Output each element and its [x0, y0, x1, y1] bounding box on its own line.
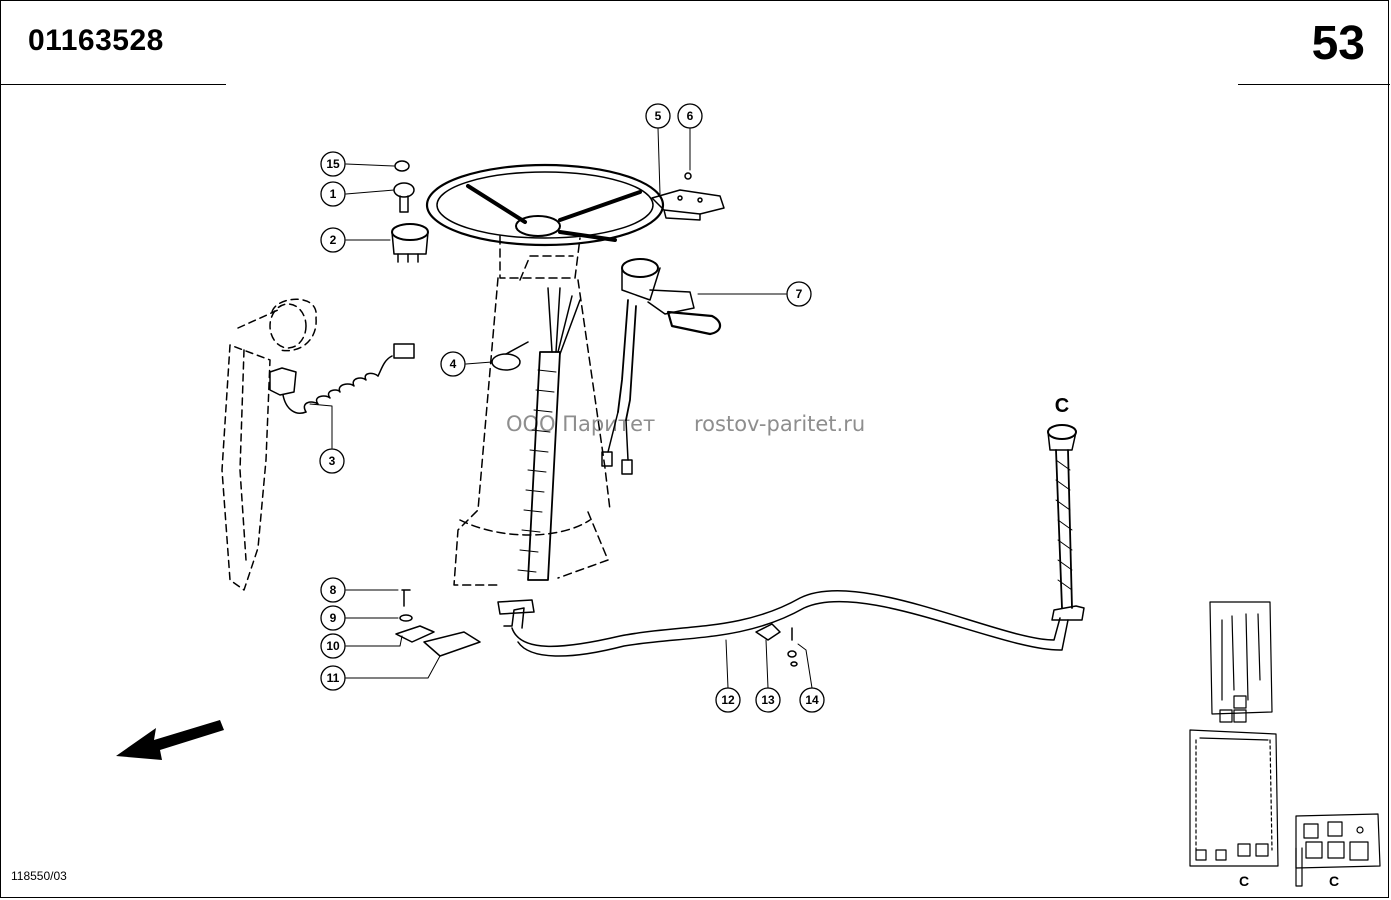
wiper-motor: [221, 298, 415, 591]
callout-6: 6: [687, 109, 694, 123]
inset-label-c-left: C: [1239, 873, 1249, 889]
forward-direction-arrow: [116, 720, 224, 760]
callout-10: 10: [326, 639, 340, 653]
drawing-code: 118550/03: [11, 869, 67, 883]
callout-4: 4: [450, 357, 457, 371]
callout-2: 2: [330, 233, 337, 247]
steering-column: [453, 235, 611, 586]
watermark-company: ООО Паритет: [506, 412, 656, 436]
callout-14: 14: [805, 693, 819, 707]
callout-1: 1: [330, 187, 337, 201]
cable-clamp: [755, 623, 798, 667]
callout-11: 11: [327, 671, 340, 685]
callout-15: 15: [326, 157, 340, 171]
steering-wheel: [425, 163, 665, 247]
page-number: 53: [1311, 17, 1365, 70]
callout-circles: [319, 103, 825, 713]
cable-clip: [491, 341, 529, 371]
callout-5: 5: [655, 109, 662, 123]
inset-location-view: [1189, 601, 1381, 887]
ignition-switch: [391, 160, 429, 263]
callout-8: 8: [330, 583, 337, 597]
inset-label-c-right: C: [1329, 873, 1339, 889]
wire-harness-column: [497, 287, 1085, 657]
switch-mounting-plate: [651, 172, 725, 221]
view-marker-c: C: [1055, 395, 1069, 417]
callout-13: 13: [761, 693, 775, 707]
callout-7: 7: [796, 287, 803, 301]
combination-switch: [601, 258, 722, 475]
callout-12: 12: [721, 693, 735, 707]
header-rule-left: [0, 84, 226, 85]
callout-9: 9: [330, 611, 337, 625]
watermark-site: rostov-paritet.ru: [694, 412, 866, 436]
floor-bracket: [395, 589, 481, 657]
document-code: 01163528: [28, 24, 164, 57]
callout-3: 3: [329, 454, 336, 468]
callout-numbers: 15 1 2 3 4 5 6 7 8 9 10 11 12 13 14: [326, 109, 819, 707]
leader-lines: [309, 127, 813, 689]
header-rule-right: [1238, 84, 1390, 85]
